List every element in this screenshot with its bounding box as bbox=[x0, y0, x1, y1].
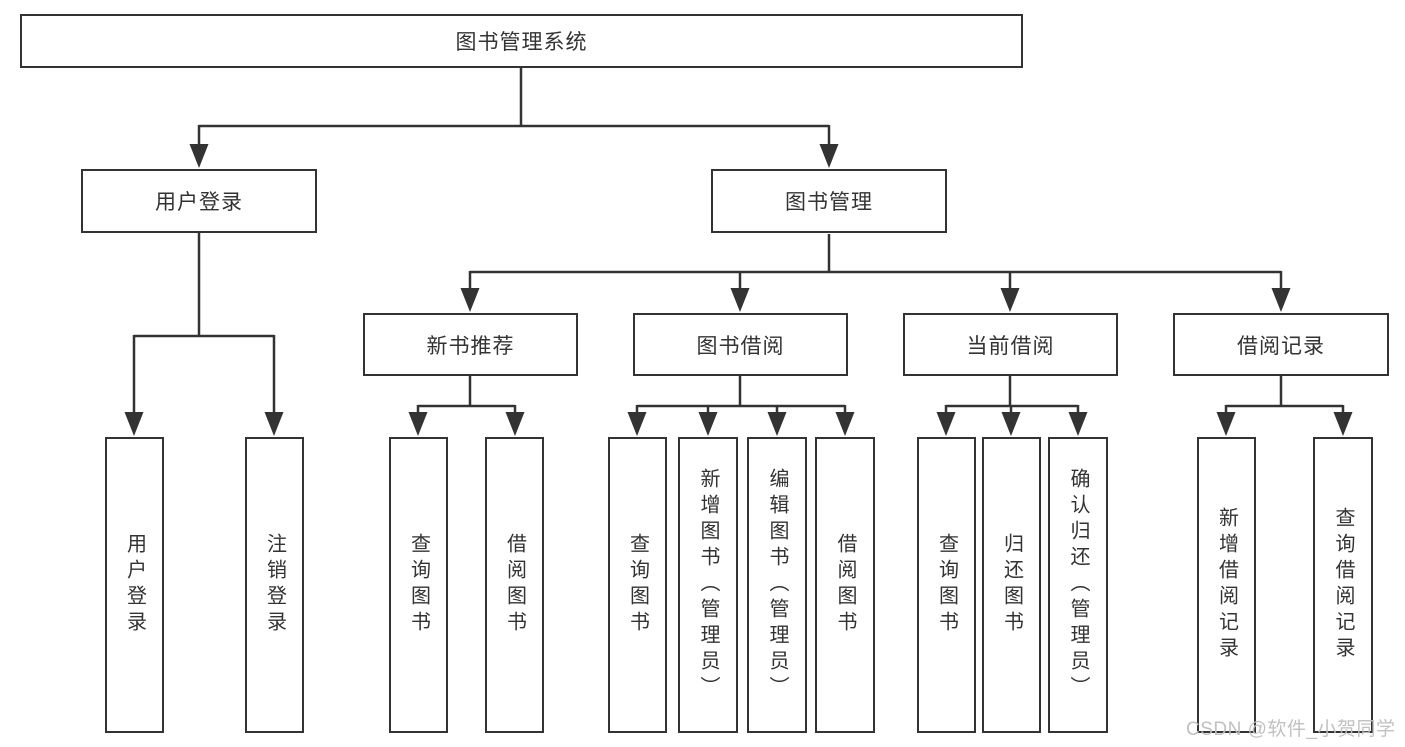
leaf-label: 注销登录 bbox=[263, 533, 286, 637]
node-user-login-branch: 用户登录 bbox=[81, 169, 317, 233]
leaf-label: 查询图书 bbox=[407, 533, 430, 637]
connector-bookmgmt-to-level3 bbox=[460, 234, 1291, 312]
leaf-confirm-return-admin: 确认归还（管理员） bbox=[1048, 437, 1108, 733]
connector-current-to-leaves bbox=[936, 376, 1088, 436]
connector-userlogin-to-leaves bbox=[124, 233, 284, 436]
leaf-label: 归还图书 bbox=[1000, 533, 1023, 637]
leaf-label: 查询借阅记录 bbox=[1332, 507, 1354, 663]
connector-borrow-to-leaves bbox=[627, 376, 855, 436]
node-root-system: 图书管理系统 bbox=[20, 14, 1023, 68]
leaf-query-books-2: 查询图书 bbox=[608, 437, 667, 733]
connector-newbooks-to-leaves bbox=[408, 376, 525, 436]
leaf-borrow-books-1: 借阅图书 bbox=[485, 437, 544, 733]
leaf-borrow-books-2: 借阅图书 bbox=[815, 437, 875, 733]
csdn-watermark: CSDN @软件_小贺同学 bbox=[1186, 719, 1396, 740]
node-book-management-branch: 图书管理 bbox=[711, 169, 947, 233]
leaf-add-borrow-record: 新增借阅记录 bbox=[1197, 437, 1256, 733]
leaf-label: 新增图书（管理员） bbox=[697, 468, 719, 702]
connector-root-to-level2 bbox=[189, 68, 839, 168]
connector-records-to-leaves bbox=[1216, 376, 1353, 436]
leaf-logout: 注销登录 bbox=[245, 437, 304, 733]
leaf-label: 借阅图书 bbox=[834, 533, 856, 637]
leaf-query-books-3: 查询图书 bbox=[917, 437, 976, 733]
leaf-label: 查询图书 bbox=[626, 533, 649, 637]
node-current-borrowing: 当前借阅 bbox=[903, 313, 1118, 376]
node-book-borrowing: 图书借阅 bbox=[633, 313, 848, 376]
leaf-label: 借阅图书 bbox=[503, 533, 526, 637]
leaf-label: 新增借阅记录 bbox=[1215, 507, 1238, 663]
leaf-query-borrow-record: 查询借阅记录 bbox=[1313, 437, 1373, 733]
node-new-book-recommend: 新书推荐 bbox=[363, 313, 578, 376]
leaf-add-books-admin: 新增图书（管理员） bbox=[678, 437, 738, 733]
leaf-label: 确认归还（管理员） bbox=[1067, 468, 1089, 702]
node-borrowing-records: 借阅记录 bbox=[1173, 313, 1389, 376]
leaf-query-books-1: 查询图书 bbox=[389, 437, 448, 733]
leaf-label: 查询图书 bbox=[935, 533, 958, 637]
leaf-label: 用户登录 bbox=[123, 533, 146, 637]
leaf-user-login: 用户登录 bbox=[105, 437, 164, 733]
leaf-return-books: 归还图书 bbox=[982, 437, 1041, 733]
leaf-edit-books-admin: 编辑图书（管理员） bbox=[747, 437, 807, 733]
leaf-label: 编辑图书（管理员） bbox=[766, 468, 788, 702]
